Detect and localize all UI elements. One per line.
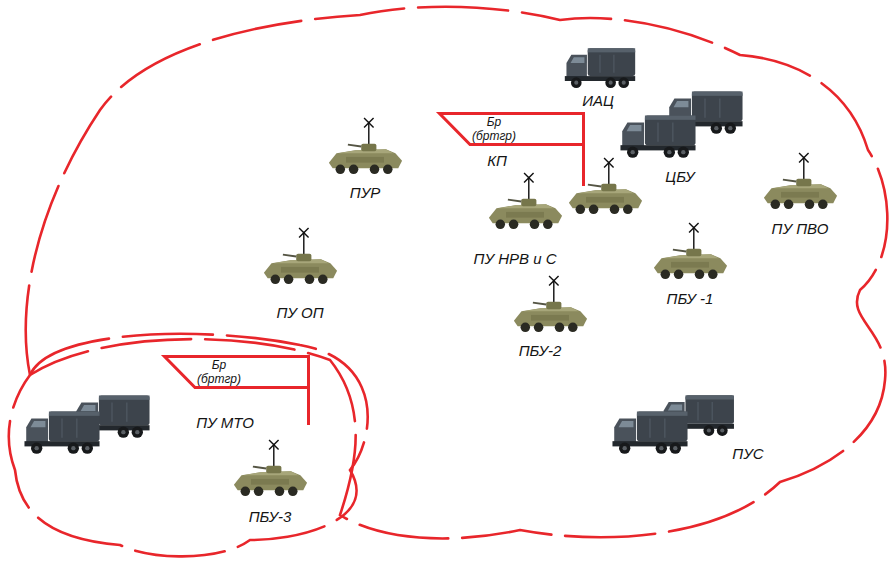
vehicle-label: ПУ ОП xyxy=(274,304,325,321)
truck-icon xyxy=(24,411,99,453)
vehicle-label: ПУР xyxy=(348,184,382,201)
vehicle-label: ПБУ -1 xyxy=(665,290,716,307)
vehicle-label: ПБУ-3 xyxy=(247,508,294,525)
truck-icon xyxy=(565,48,635,88)
command-flag: Бр (бртгр) xyxy=(438,112,585,146)
vehicle-label: ПУС xyxy=(730,445,765,462)
area-label: ПУ МТО xyxy=(196,414,254,431)
vehicle-label: ПБУ-3 xyxy=(247,508,294,525)
apc-icon xyxy=(514,276,587,332)
flag-text: Бр (бртгр) xyxy=(472,115,516,143)
apc-icon xyxy=(489,173,562,229)
vehicle-label: ЦБУ xyxy=(663,168,696,185)
truck-icon xyxy=(612,411,687,453)
vehicle-label: ПБУ -1 xyxy=(665,290,716,307)
vehicle-label: ЦБУ xyxy=(663,168,696,185)
apc-icon xyxy=(234,440,307,496)
vehicle-label: ПБУ-2 xyxy=(517,342,564,359)
vehicle-label: ПУ НРВ и С xyxy=(472,250,559,267)
flag-text: Бр (бртгр) xyxy=(197,358,241,386)
vehicle-label: ПБУ-2 xyxy=(517,342,564,359)
apc-icon xyxy=(569,158,642,214)
logistics-area: ПУ МТО Бр (бртгр) ПБУ-3 xyxy=(0,300,400,562)
area-outline xyxy=(0,300,400,562)
area-boundary xyxy=(26,7,888,539)
area-label: КП xyxy=(487,152,507,169)
vehicle-label: ИАЦ xyxy=(580,92,616,109)
vehicle-label: ИАЦ xyxy=(580,92,616,109)
flag-outline xyxy=(440,114,584,145)
truck-icon xyxy=(620,115,695,157)
vehicle-label: ПУ ПВО xyxy=(770,220,831,237)
command-flag: Бр (бртгр) xyxy=(163,355,310,389)
vehicle-label: ПУР xyxy=(348,184,382,201)
area-boundary xyxy=(9,334,368,557)
apc-icon xyxy=(764,153,837,209)
vehicle-label: ПУ НРВ и С xyxy=(472,250,559,267)
apc-icon xyxy=(329,118,402,174)
flag-outline xyxy=(165,357,309,388)
apc-icon xyxy=(264,228,337,284)
vehicle-label: ПУ ПВО xyxy=(770,220,831,237)
apc-icon xyxy=(654,223,727,279)
vehicle-label: ПУС xyxy=(730,445,765,462)
vehicle-label: ПУ ОП xyxy=(274,304,325,321)
